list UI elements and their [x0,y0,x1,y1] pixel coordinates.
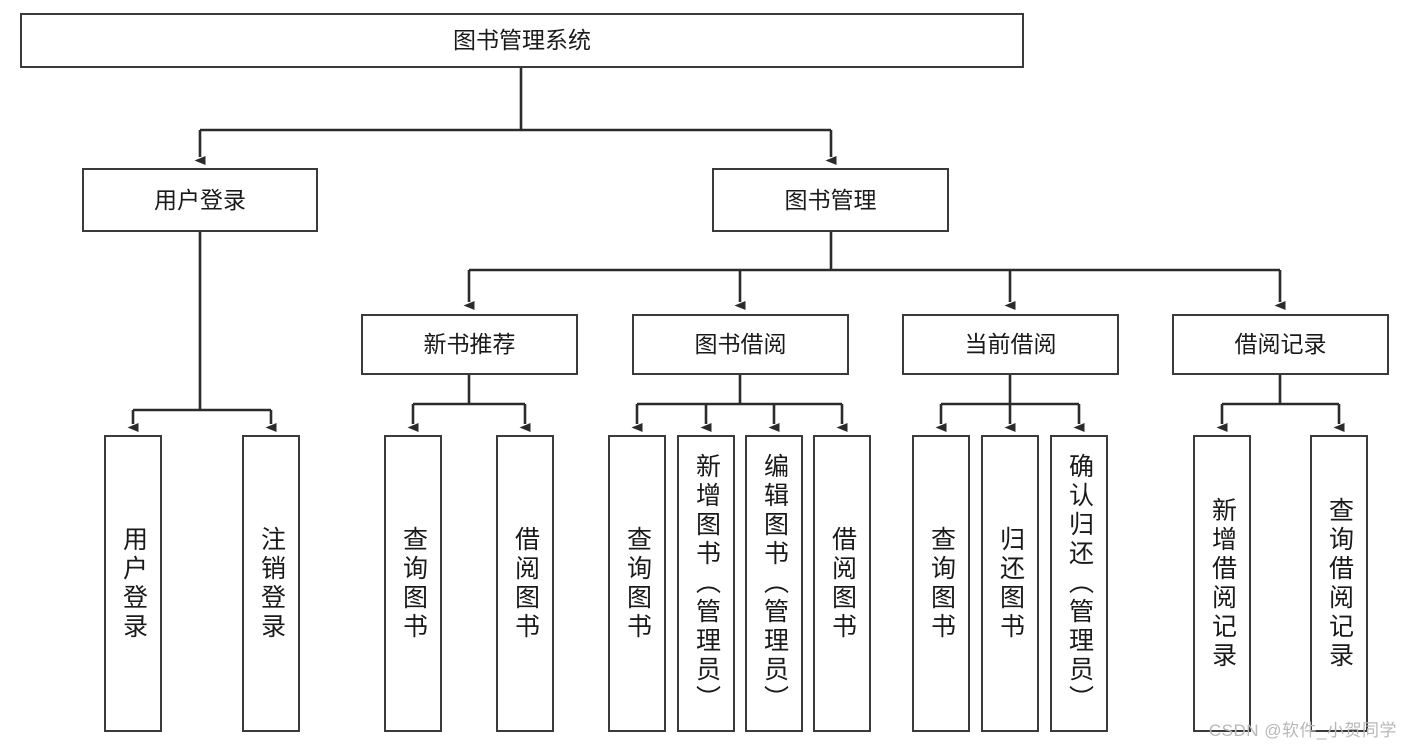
node-label: 查询借阅记录 [1325,496,1354,671]
node-user-login[interactable]: 用户登录 [82,168,318,232]
node-label: 注销登录 [257,525,286,642]
node-borrow-record[interactable]: 借阅记录 [1172,314,1389,375]
node-label: 借阅图书 [828,525,857,642]
node-label: 新增图书（管理员） [692,453,721,714]
node-label: 查询图书 [399,525,428,642]
node-label: 编辑图书（管理员） [760,453,789,714]
leaf-query-book-3[interactable]: 查询图书 [912,435,970,732]
leaf-query-book-1[interactable]: 查询图书 [384,435,442,732]
leaf-query-record[interactable]: 查询借阅记录 [1310,435,1368,732]
node-label: 新增借阅记录 [1208,496,1237,671]
node-current-borrow[interactable]: 当前借阅 [902,314,1119,375]
node-label: 图书管理 [784,186,877,213]
node-root-system[interactable]: 图书管理系统 [20,13,1024,68]
csdn-watermark: CSDN @软件_小贺同学 [1208,721,1397,740]
node-label: 图书管理系统 [453,27,591,54]
leaf-add-record[interactable]: 新增借阅记录 [1193,435,1251,732]
leaf-edit-book[interactable]: 编辑图书（管理员） [745,435,803,732]
node-label: 借阅图书 [511,525,540,642]
leaf-user-login[interactable]: 用户登录 [104,435,162,732]
node-label: 用户登录 [119,525,148,642]
leaf-query-book-2[interactable]: 查询图书 [608,435,666,732]
leaf-borrow-book-2[interactable]: 借阅图书 [813,435,871,732]
node-label: 借阅记录 [1234,331,1327,358]
node-label: 用户登录 [154,186,246,213]
node-label: 查询图书 [623,525,652,642]
leaf-logout[interactable]: 注销登录 [242,435,300,732]
leaf-borrow-book-1[interactable]: 借阅图书 [496,435,554,732]
leaf-add-book[interactable]: 新增图书（管理员） [677,435,735,732]
leaf-return-book[interactable]: 归还图书 [981,435,1039,732]
node-new-book-rec[interactable]: 新书推荐 [361,314,578,375]
leaf-confirm-return[interactable]: 确认归还（管理员） [1050,435,1108,732]
node-label: 查询图书 [927,525,956,642]
node-book-borrow[interactable]: 图书借阅 [632,314,849,375]
node-label: 新书推荐 [423,331,516,358]
node-label: 归还图书 [996,525,1025,642]
node-book-manage[interactable]: 图书管理 [712,168,949,232]
node-label: 确认归还（管理员） [1065,453,1094,714]
node-label: 当前借阅 [964,331,1057,358]
node-label: 图书借阅 [694,331,787,358]
